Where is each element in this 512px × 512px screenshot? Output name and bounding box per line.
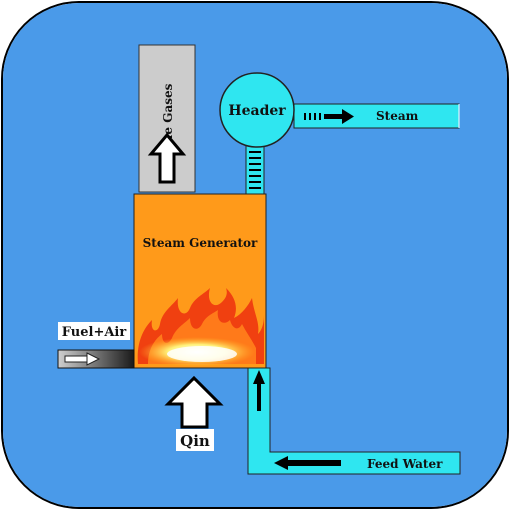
header-drum: Header — [219, 72, 295, 148]
qin-label: Qin — [180, 432, 210, 450]
steam-arrow-icon — [304, 109, 354, 124]
fuel-air-label-bg — [58, 322, 130, 340]
header-label: Header — [228, 103, 286, 119]
feed-arrow-icon — [274, 456, 341, 470]
flue-stack: Flue Gases — [138, 44, 196, 193]
qin-arrow-icon — [164, 375, 224, 429]
steam-pipe: Steam — [293, 103, 460, 129]
feed-water-pipe: Feed Water — [247, 367, 461, 475]
flame-icon — [137, 288, 264, 367]
steam-generator-diagram: Flue Gases Steam — [3, 3, 507, 507]
fuel-air-inlet — [57, 349, 135, 369]
feed-water-label: Feed Water — [367, 457, 443, 471]
flue-arrow-icon — [147, 132, 187, 184]
qin-label-bg — [176, 429, 214, 451]
steam-generator: Steam Generator — [133, 193, 267, 369]
fuel-arrow-icon — [64, 352, 101, 366]
feed-up-arrow-icon — [253, 370, 265, 411]
fuel-air-label: Fuel+Air — [62, 325, 127, 340]
steam-generator-label: Steam Generator — [143, 236, 258, 250]
steam-label: Steam — [376, 109, 419, 123]
